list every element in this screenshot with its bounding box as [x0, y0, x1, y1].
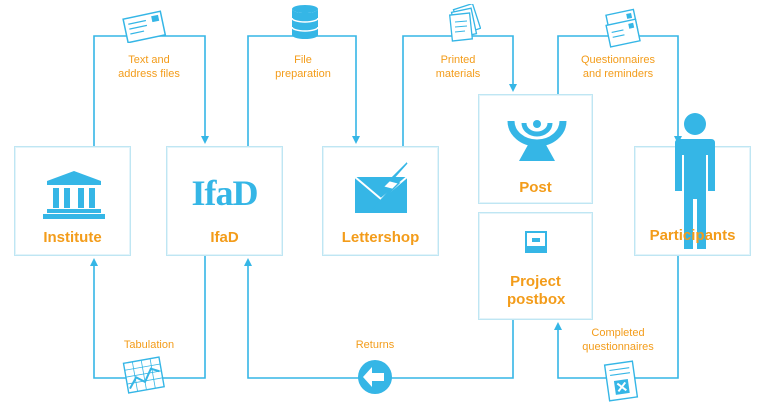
return-arrow-icon — [358, 360, 392, 394]
institution-building-icon — [43, 171, 105, 219]
node-post: Post — [478, 94, 593, 204]
node-ifad-label: IfaD — [210, 229, 239, 246]
flow-label-file-prep: File preparation — [275, 54, 331, 80]
flow-label-completed: Completed questionnaires — [582, 327, 654, 353]
node-postbox-label: Project postbox — [507, 273, 566, 308]
envelope-lightning-icon — [354, 162, 408, 213]
node-institute: Institute — [14, 146, 131, 256]
envelope-doc-icon — [122, 10, 167, 43]
letters-icon — [605, 8, 641, 48]
flow-label-printed: Printed materials — [435, 54, 481, 80]
post-horn-icon — [507, 120, 567, 161]
node-post-label: Post — [519, 179, 552, 196]
node-lettershop-label: Lettershop — [341, 229, 420, 246]
table-chart-icon — [122, 356, 165, 394]
node-participants-label: Participants — [649, 227, 736, 244]
node-institute-label: Institute — [43, 229, 102, 246]
person-icon — [675, 113, 715, 249]
stacked-papers-icon — [448, 4, 481, 42]
flow-label-tabulation: Tabulation — [123, 339, 175, 351]
flow-label-questionnaires: Questionnaires and reminders — [581, 54, 655, 80]
mailbox-icon — [525, 231, 547, 253]
flow-label-returns: Returns — [355, 339, 395, 351]
ifad-logo: IfaD — [191, 173, 259, 213]
flow-label-text-files: Text and address files — [118, 54, 180, 80]
node-postbox: Project postbox — [478, 212, 593, 320]
node-lettershop: Lettershop — [322, 146, 439, 256]
database-icon — [291, 5, 319, 39]
node-participants: Participants — [634, 113, 751, 256]
node-ifad: IfaD IfaD — [166, 146, 283, 256]
checked-form-icon — [603, 360, 639, 402]
